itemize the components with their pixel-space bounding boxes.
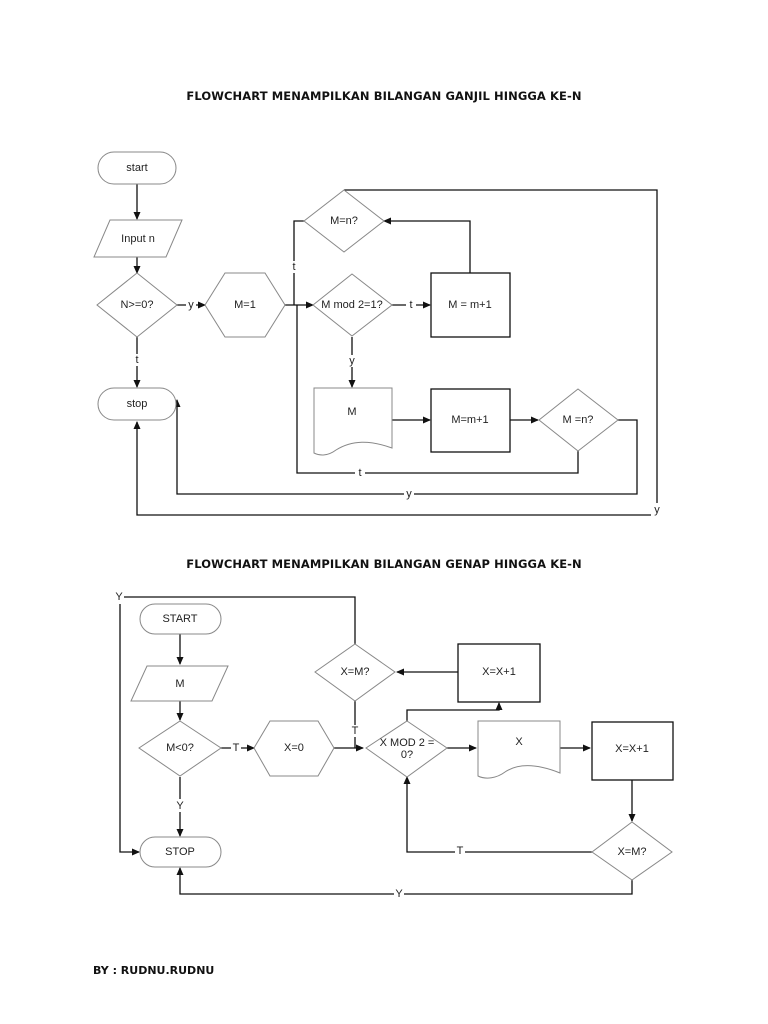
node-check-mod-even-line2: 0? [401, 749, 413, 761]
edge-label-check-eq-bottom-yes: y [406, 488, 412, 500]
edge-eqbottom-yes-to-stop [173, 399, 638, 495]
node-check-eq-bottom-even: X=M? [591, 821, 673, 881]
node-output-label: M [347, 406, 356, 418]
node-stop-even: STOP [139, 836, 222, 868]
node-inc-bottom: M=m+1 [430, 388, 511, 453]
title-even-flowchart: FLOWCHART MENAMPILKAN BILANGAN GENAP HIN… [186, 557, 582, 571]
node-start-even-label: START [162, 613, 197, 625]
node-stop: stop [97, 387, 177, 421]
node-inc-top: M = m+1 [430, 272, 511, 338]
node-check-m: M<0? [138, 720, 222, 777]
edge-label-check-eq-bottom-even-no: T [457, 845, 464, 857]
node-output-even: X [477, 720, 561, 779]
edge-label-check-m-no: T [233, 742, 240, 754]
node-check-mod-label: M mod 2=1? [321, 299, 382, 311]
node-inc-top-even-label: X=X+1 [482, 666, 516, 678]
edge-eqtop-no-loop [293, 220, 304, 305]
node-check-eq-top-even-label: X=M? [340, 666, 369, 678]
node-check-eq-bottom-label: M =n? [563, 414, 594, 426]
node-input-even: M [130, 665, 229, 702]
node-init-even: X=0 [253, 720, 335, 777]
node-check-eq-bottom-even-label: X=M? [617, 846, 646, 858]
node-check-m-label: M<0? [166, 742, 194, 754]
node-stop-even-label: STOP [165, 846, 195, 858]
edge-label-check-mod-yes: y [349, 355, 355, 367]
node-output: M [313, 387, 393, 456]
author-credit: BY : RUDNU.RUDNU [93, 964, 215, 977]
node-init-label: M=1 [234, 299, 256, 311]
node-inc-right-even: X=X+1 [591, 721, 674, 781]
edge-eqbottom-no-loop-even [403, 776, 592, 853]
edge-label-check-eq-bottom-even-yes: Y [395, 888, 403, 900]
node-start-label: start [126, 162, 147, 174]
edge-label-check-eq-top-no: t [292, 261, 295, 273]
node-output-even-label: X [515, 736, 523, 748]
edge-mod-to-inc-top [406, 702, 503, 721]
flowchart-even: START M M<0? X=0 X MOD 2 = 0? X=X+1 X=M? [114, 591, 674, 900]
edge-label-check-eq-bottom-no: t [358, 467, 361, 479]
node-stop-label: stop [127, 398, 148, 410]
node-check-mod-even-line1: X MOD 2 = [380, 737, 435, 749]
flowchart-odd: start Input n N>=0? M=1 M mod 2=1? M = m… [93, 151, 663, 516]
edge-label-check-m-yes: Y [176, 800, 184, 812]
node-check-n: N>=0? [96, 272, 178, 338]
node-start: start [97, 151, 177, 185]
edge-inc-to-eqtop [383, 217, 471, 273]
node-inc-bottom-label: M=m+1 [451, 414, 488, 426]
node-check-eq-top-label: M=n? [330, 215, 358, 227]
node-input-even-label: M [175, 678, 184, 690]
edge-label-check-n-yes: y [188, 299, 194, 311]
node-check-mod: M mod 2=1? [312, 273, 393, 337]
node-input-label: Input n [121, 233, 155, 245]
node-check-n-label: N>=0? [120, 299, 153, 311]
node-init: M=1 [204, 272, 286, 338]
edge-eqbottom-no-loop [296, 305, 579, 474]
node-start-even: START [139, 603, 222, 635]
node-input: Input n [93, 219, 183, 258]
edge-label-check-mod-no: t [409, 299, 412, 311]
node-check-mod-even: X MOD 2 = 0? [365, 720, 448, 778]
edge-label-check-eq-top-even-no: T [352, 725, 359, 737]
node-inc-right-even-label: X=X+1 [615, 743, 649, 755]
node-init-even-label: X=0 [284, 742, 304, 754]
edge-label-check-eq-top-even-yes: Y [115, 591, 123, 603]
node-check-eq-bottom: M =n? [538, 388, 619, 452]
edge-eqtop-yes-to-stop [133, 189, 658, 516]
edge-eqbottom-yes-to-stop-even [176, 867, 633, 895]
edge-label-check-eq-top-yes: y [654, 504, 660, 516]
edge-label-check-n-no: t [135, 354, 138, 366]
node-inc-top-label: M = m+1 [448, 299, 491, 311]
title-odd-flowchart: FLOWCHART MENAMPILKAN BILANGAN GANJIL HI… [186, 89, 582, 103]
node-inc-top-even: X=X+1 [457, 643, 541, 703]
node-check-eq-top-even: X=M? [314, 643, 396, 702]
node-check-eq-top: M=n? [303, 189, 385, 253]
